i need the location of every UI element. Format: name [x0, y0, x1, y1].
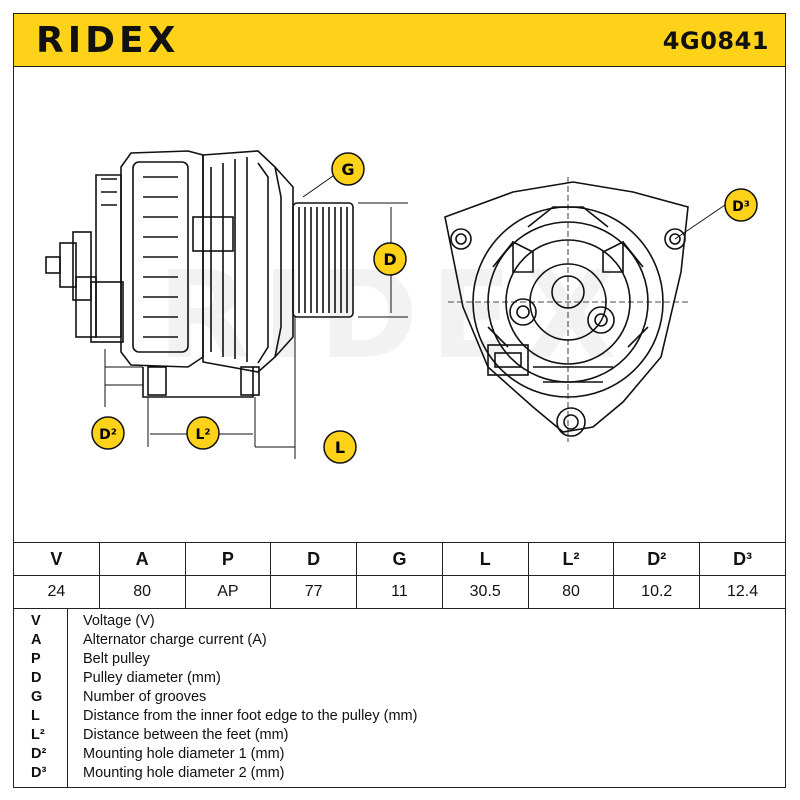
legend-symbol: L² — [31, 727, 45, 743]
spec-header-cell: A — [98, 542, 186, 576]
spec-header-cell: D — [270, 542, 358, 576]
legend-symbol: A — [31, 632, 42, 648]
legend-row: L² Distance between the feet (mm) — [13, 727, 786, 746]
spec-table: V A P D G L L² D² D³ 24 80 AP 77 11 30.5… — [13, 542, 786, 609]
spec-header-cell: D³ — [699, 542, 786, 576]
legend-description: Voltage (V) — [83, 613, 155, 629]
callout-d2: D² — [91, 416, 125, 450]
svg-text:D³: D³ — [732, 199, 750, 215]
svg-text:L: L — [335, 438, 345, 457]
legend-row: V Voltage (V) — [13, 613, 786, 632]
spec-value-row: 24 80 AP 77 11 30.5 80 10.2 12.4 — [13, 575, 786, 609]
spec-header-cell: L² — [527, 542, 615, 576]
legend-symbol: V — [31, 613, 41, 629]
spec-value-cell: 10.2 — [613, 575, 701, 609]
legend-row: D² Mounting hole diameter 1 (mm) — [13, 746, 786, 765]
spec-header-row: V A P D G L L² D² D³ — [13, 542, 786, 576]
spec-value-cell: 80 — [527, 575, 615, 609]
callout-g: G — [331, 152, 365, 186]
spec-header-cell: V — [13, 542, 100, 576]
spec-value-cell: 24 — [13, 575, 100, 609]
legend-symbol: D³ — [31, 765, 47, 781]
center-lines — [448, 177, 688, 442]
legend-description: Alternator charge current (A) — [83, 632, 267, 648]
legend: V Voltage (V) A Alternator charge curren… — [13, 608, 786, 788]
legend-row: P Belt pulley — [13, 651, 786, 670]
spec-header-cell: L — [441, 542, 529, 576]
spec-value-cell: AP — [184, 575, 272, 609]
technical-drawing: RIDEX — [13, 67, 786, 542]
callout-d3: D³ — [724, 188, 758, 222]
brand-logo: RIDEX — [36, 20, 180, 61]
svg-text:D²: D² — [99, 427, 117, 443]
spec-header-cell: D² — [613, 542, 701, 576]
legend-row: A Alternator charge current (A) — [13, 632, 786, 651]
legend-divider — [67, 609, 68, 788]
part-number: 4G0841 — [662, 27, 769, 55]
legend-description: Mounting hole diameter 1 (mm) — [83, 746, 285, 762]
legend-row: G Number of grooves — [13, 689, 786, 708]
legend-symbol: D² — [31, 746, 47, 762]
legend-description: Pulley diameter (mm) — [83, 670, 221, 686]
legend-row: D Pulley diameter (mm) — [13, 670, 786, 689]
svg-text:G: G — [341, 160, 354, 179]
legend-description: Distance between the feet (mm) — [83, 727, 289, 743]
legend-symbol: D — [31, 670, 42, 686]
spec-value-cell: 77 — [270, 575, 358, 609]
callout-d: D — [373, 242, 407, 276]
svg-text:D: D — [383, 250, 396, 269]
callout-l: L — [323, 430, 357, 464]
legend-description: Mounting hole diameter 2 (mm) — [83, 765, 285, 781]
legend-symbol: G — [31, 689, 43, 705]
legend-symbol: L — [31, 708, 40, 724]
alternator-side-view — [45, 150, 354, 398]
spec-value-cell: 80 — [98, 575, 186, 609]
spec-value-cell: 11 — [356, 575, 443, 609]
header-bar: RIDEX 4G0841 — [13, 13, 786, 67]
d3-leader — [674, 204, 726, 240]
spec-value-cell: 30.5 — [441, 575, 529, 609]
legend-symbol: P — [31, 651, 41, 667]
svg-text:L²: L² — [195, 427, 210, 443]
spec-header-cell: P — [184, 542, 272, 576]
legend-description: Belt pulley — [83, 651, 150, 667]
legend-description: Number of grooves — [83, 689, 207, 705]
legend-row: D³ Mounting hole diameter 2 (mm) — [13, 765, 786, 784]
callout-l2: L² — [186, 416, 220, 450]
legend-row: L Distance from the inner foot edge to t… — [13, 708, 786, 727]
legend-description: Distance from the inner foot edge to the… — [83, 708, 418, 724]
spec-header-cell: G — [356, 542, 443, 576]
spec-value-cell: 12.4 — [699, 575, 786, 609]
